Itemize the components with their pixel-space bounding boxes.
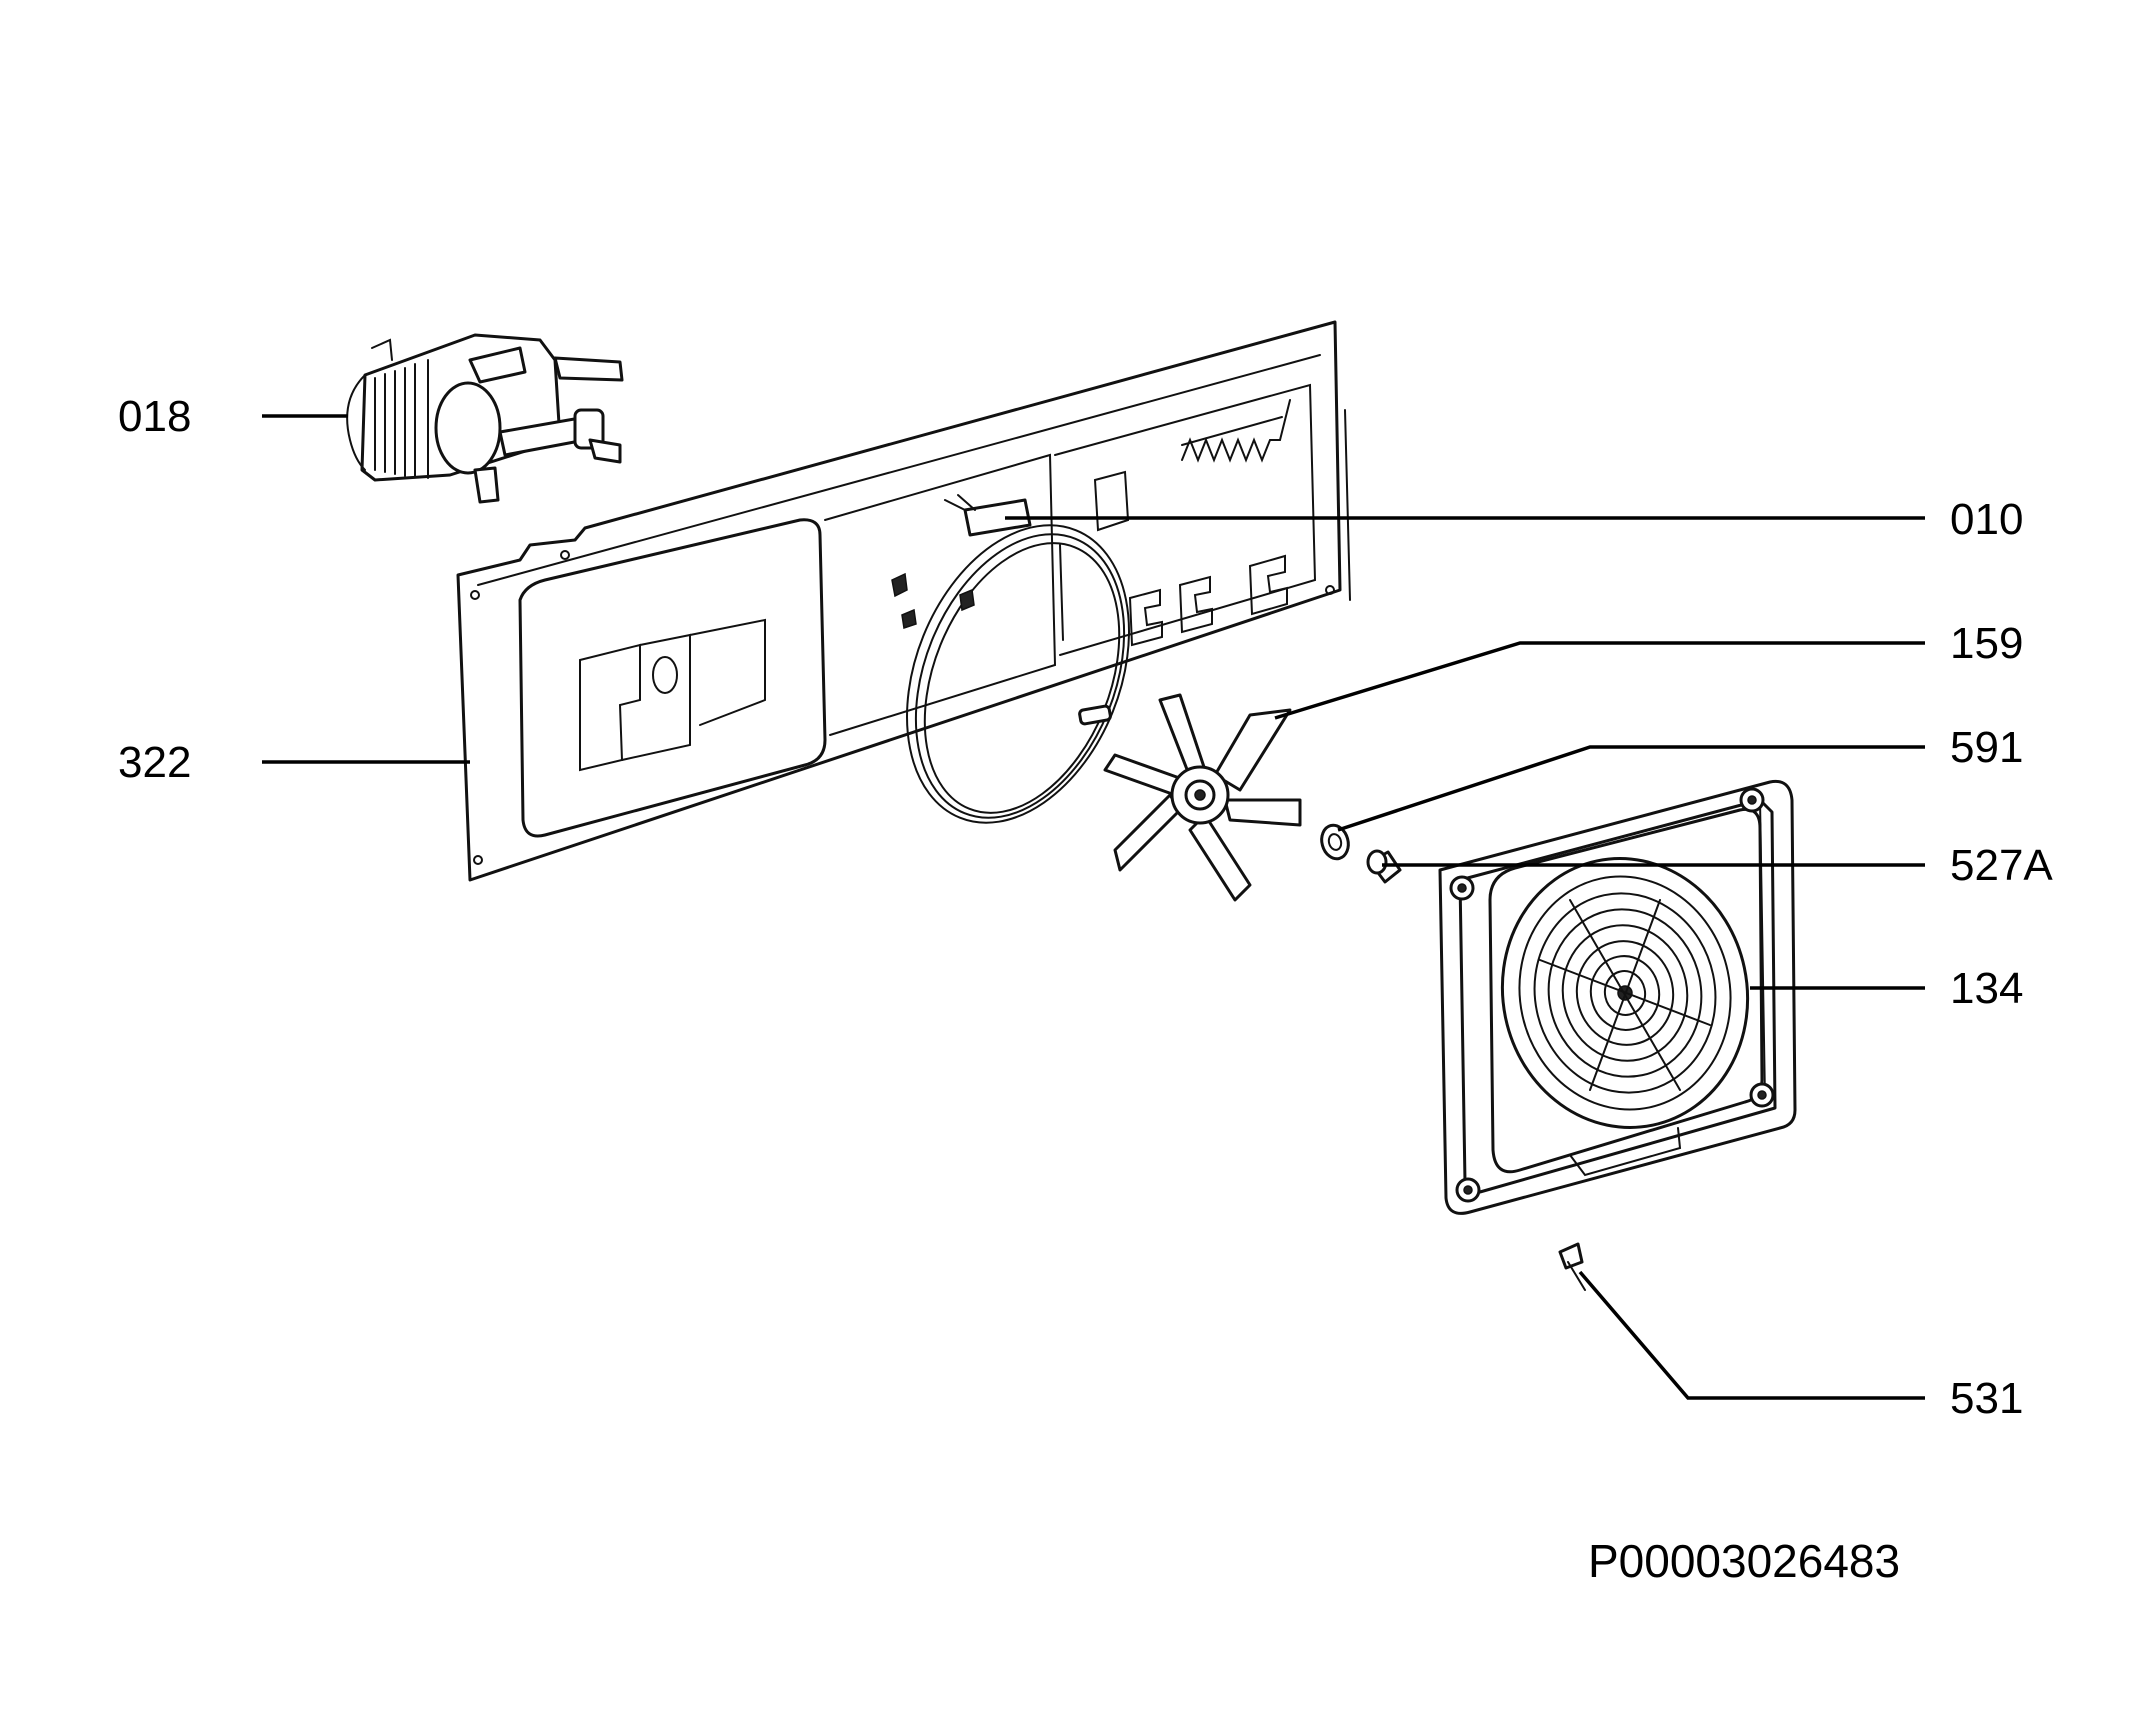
back-panel-322: [456, 320, 1351, 882]
label-134: 134: [1950, 964, 2023, 1013]
fan-impeller-159: [1103, 693, 1302, 902]
screw-531: [1558, 1242, 1586, 1291]
nut-527a: [1366, 849, 1402, 884]
leader-159: [1274, 641, 1925, 720]
part-labels: 018 322 010 159 591 527A 134 531: [118, 392, 2053, 1423]
label-018: 018: [118, 392, 191, 441]
washer-591: [1320, 823, 1350, 861]
fan-motor-018: [346, 333, 624, 504]
circular-heating-element-010: [891, 494, 1130, 824]
label-010: 010: [1950, 495, 2023, 544]
fan-cover-134: [1438, 779, 1797, 1215]
leader-531: [1578, 1270, 1925, 1400]
label-527a: 527A: [1950, 841, 2053, 890]
leader-591: [1337, 745, 1925, 832]
leader-lines: [262, 414, 1925, 1400]
label-531: 531: [1950, 1374, 2023, 1423]
label-159: 159: [1950, 619, 2023, 668]
drawing-code: P00003026483: [1588, 1535, 1900, 1587]
label-322: 322: [118, 738, 191, 787]
label-591: 591: [1950, 723, 2023, 772]
